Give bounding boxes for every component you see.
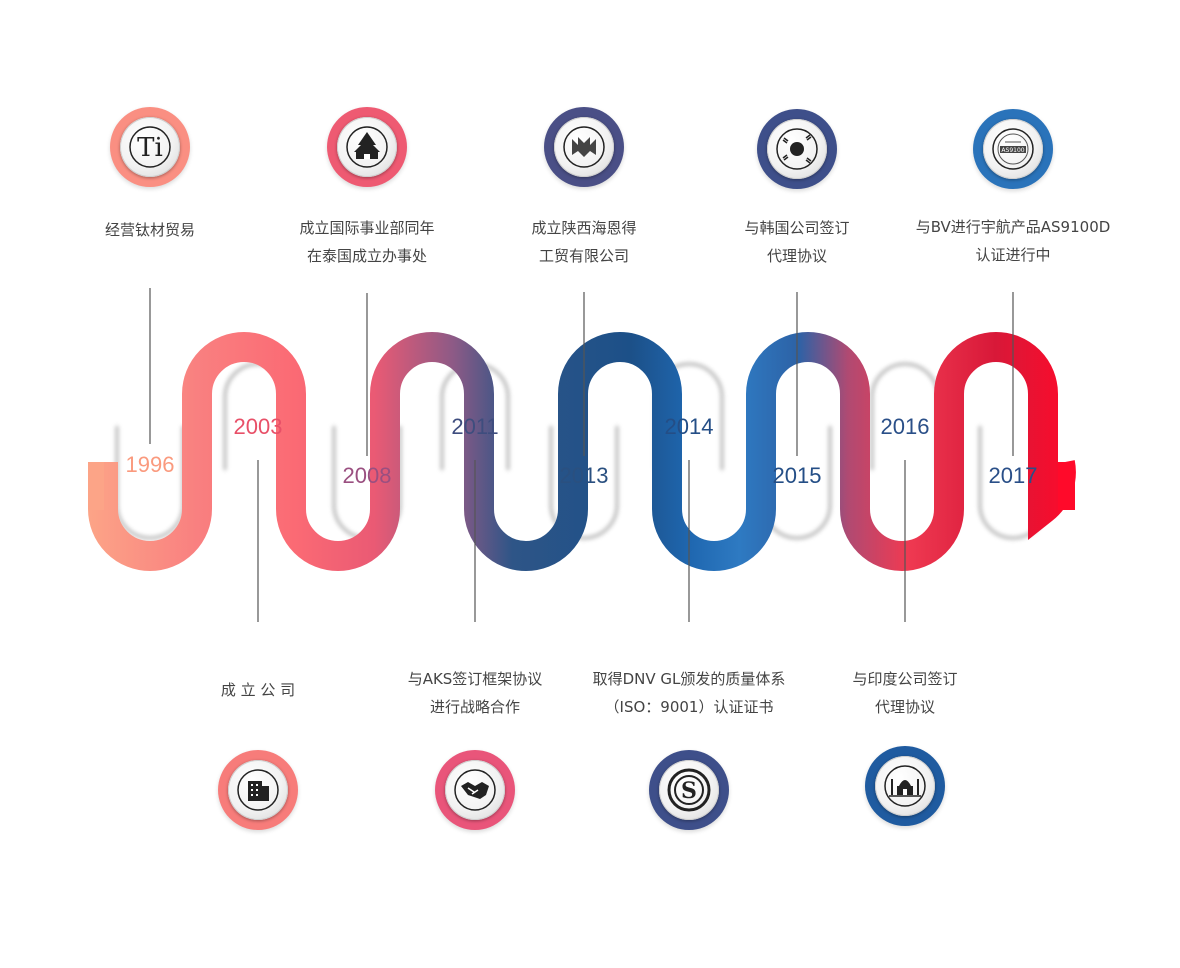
event-line: 与印度公司签订 — [852, 670, 958, 688]
event-text-1996: 经营钛材贸易 — [30, 216, 270, 244]
event-line: （ISO：9001）认证证书 — [604, 698, 774, 716]
event-line: 认证进行中 — [975, 246, 1051, 264]
event-line: 进行战略合作 — [429, 698, 520, 716]
event-line: 代理协议 — [874, 698, 935, 716]
korea-flag-icon — [757, 109, 837, 189]
event-line: 与BV进行宇航产品AS9100D — [915, 218, 1111, 236]
handshake-icon — [435, 750, 515, 830]
event-line: 成立国际事业部同年 — [299, 219, 435, 237]
year-label-2011: 2011 — [451, 414, 498, 439]
svg-text:S: S — [681, 778, 697, 804]
event-text-2013: 成立陕西海恩得工贸有限公司 — [464, 214, 704, 270]
event-line: 成 立 公 司 — [220, 681, 296, 699]
event-line: 与AKS签订框架协议 — [407, 670, 543, 688]
event-text-2015: 与韩国公司签订代理协议 — [677, 214, 917, 270]
event-line: 代理协议 — [766, 247, 827, 265]
hnd-logo-icon — [544, 107, 624, 187]
event-text-2016: 与印度公司签订代理协议 — [785, 665, 1025, 721]
arc-shadow — [115, 426, 185, 540]
event-text-2014: 取得DNV GL颁发的质量体系 （ISO：9001）认证证书 — [569, 665, 809, 721]
year-label-2008: 2008 — [343, 463, 392, 488]
year-label-2015: 2015 — [773, 463, 822, 488]
event-text-2008: 成立国际事业部同年在泰国成立办事处 — [247, 214, 487, 270]
event-line: 成立陕西海恩得 — [531, 219, 637, 237]
svg-text:Ti: Ti — [137, 133, 163, 163]
taj-mahal-icon — [865, 746, 945, 826]
svg-text:AS9100: AS9100 — [1001, 147, 1024, 154]
event-line: 经营钛材贸易 — [104, 221, 195, 239]
ti-letters-icon: Ti — [110, 107, 190, 187]
as9100-badge-icon: AS9100 — [973, 109, 1053, 189]
event-line: 工贸有限公司 — [538, 247, 629, 265]
event-line: 与韩国公司签订 — [744, 219, 850, 237]
event-line: 取得DNV GL颁发的质量体系 — [592, 670, 786, 688]
year-label-2014: 2014 — [665, 414, 714, 439]
event-text-2003: 成 立 公 司 — [138, 676, 378, 704]
year-label-2003: 2003 — [234, 414, 283, 439]
quality-seal-icon: S — [649, 750, 729, 830]
year-label-2016: 2016 — [881, 414, 930, 439]
event-text-2011: 与AKS签订框架协议进行战略合作 — [355, 665, 595, 721]
year-label-2017: 2017 — [989, 463, 1038, 488]
year-label-2013: 2013 — [560, 463, 609, 488]
arc-shadow — [549, 426, 619, 540]
building-icon — [218, 750, 298, 830]
event-line: 在泰国成立办事处 — [306, 247, 427, 265]
thai-temple-icon — [327, 107, 407, 187]
event-text-2017: 与BV进行宇航产品AS9100D 认证进行中 — [893, 213, 1133, 269]
year-label-1996: 1996 — [126, 452, 175, 477]
